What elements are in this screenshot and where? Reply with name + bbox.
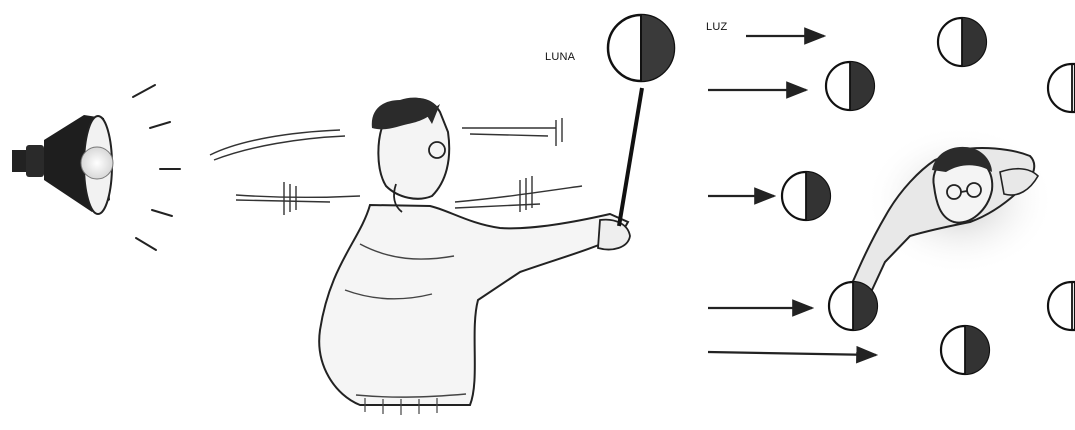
lamp-rays <box>133 85 180 250</box>
person-holding-moon-icon <box>319 98 630 415</box>
held-moon-icon <box>608 15 674 81</box>
moon-icon <box>1048 64 1075 112</box>
light-arrow-icon <box>708 352 876 355</box>
moon-icon <box>826 62 874 110</box>
moon-stick <box>619 88 642 226</box>
moon-icon <box>941 326 989 374</box>
moon-icon <box>829 282 877 330</box>
light-label: LUZ <box>706 22 727 33</box>
lamp-icon <box>12 115 113 214</box>
moon-icon <box>782 172 830 220</box>
moon-label: LUNA <box>545 52 575 63</box>
moon-icon <box>938 18 986 66</box>
moon-icon <box>1048 282 1075 330</box>
